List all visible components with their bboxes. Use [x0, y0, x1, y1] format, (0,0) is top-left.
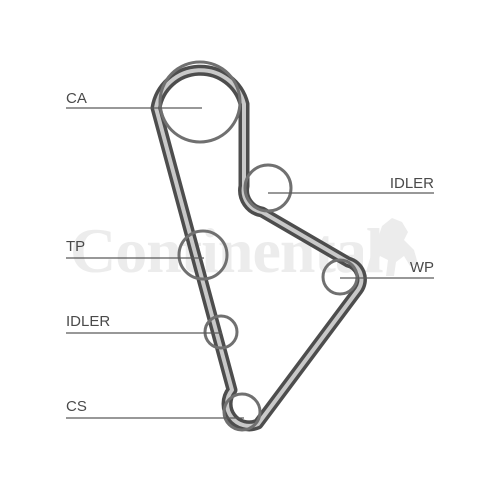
- label-ca: CA: [66, 90, 87, 107]
- pulley-ca: [158, 60, 242, 144]
- belt-inner: [154, 68, 364, 428]
- label-idler-upper: IDLER: [390, 175, 434, 192]
- pulley-cs: [222, 392, 262, 432]
- label-wp: WP: [410, 259, 434, 276]
- horse-logo-icon: [366, 218, 418, 276]
- label-idler-lower: IDLER: [66, 313, 110, 330]
- callout-tp: TP: [66, 238, 204, 259]
- pulley-wp: [321, 258, 359, 296]
- callout-ca: CA: [66, 90, 202, 109]
- callout-idler-lower: IDLER: [66, 313, 222, 334]
- pulley-tp: [177, 229, 229, 281]
- timing-belt: [150, 64, 367, 432]
- callout-idler-upper: IDLER: [268, 175, 434, 194]
- callout-wp: WP: [340, 259, 434, 279]
- label-cs: CS: [66, 398, 87, 415]
- callout-cs: CS: [66, 398, 244, 419]
- pulley-idler-upper: [243, 163, 293, 213]
- pulley-idler-lower: [203, 314, 239, 350]
- label-tp: TP: [66, 238, 85, 255]
- pulleys: [158, 60, 359, 432]
